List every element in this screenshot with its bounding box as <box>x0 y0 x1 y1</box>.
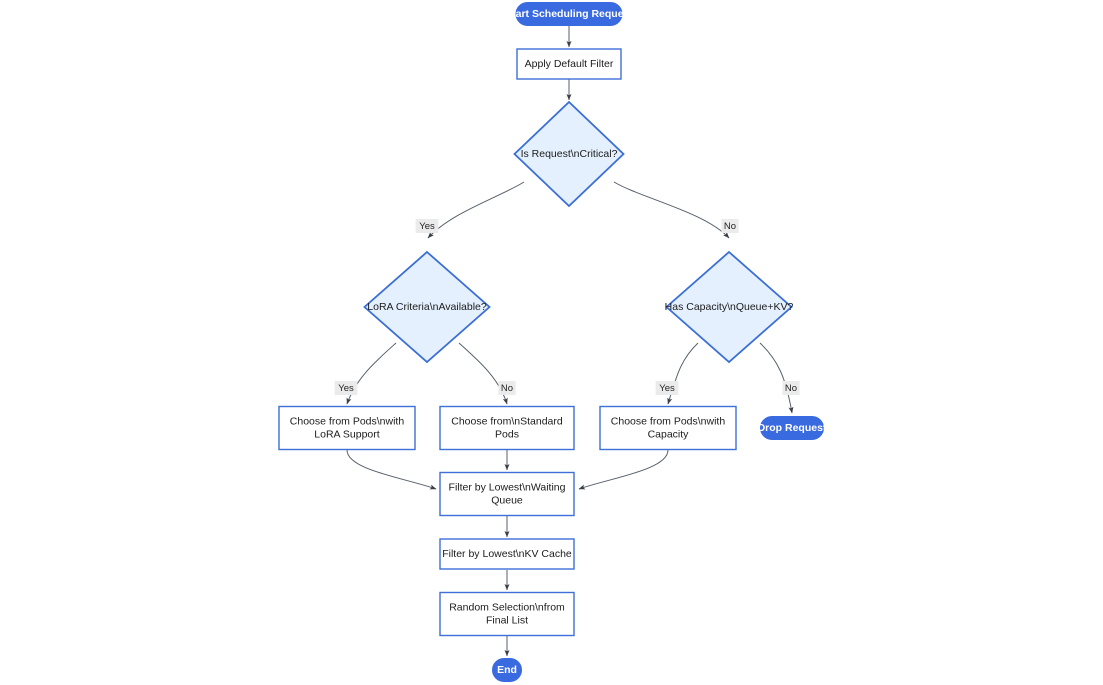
edge-label-e-critical-yes: Yes <box>415 219 439 233</box>
edges-layer <box>346 26 794 657</box>
edge-label-e-lora-yes: Yes <box>334 381 358 395</box>
edge-label-e-lora-no: No <box>498 381 516 395</box>
node-shape-pill <box>760 416 824 440</box>
flow-edge <box>667 342 699 405</box>
flow-node-has_capacity[interactable]: Has Capacity\nQueue+KV? <box>665 250 794 364</box>
flow-node-apply_filter[interactable]: Apply Default Filter <box>516 48 622 80</box>
node-label: Is Request\nCritical? <box>521 148 618 160</box>
node-shape-rect <box>516 48 622 80</box>
edge-label-background <box>498 381 516 395</box>
flow-node-start[interactable]: Start Scheduling Request <box>505 2 633 26</box>
edge-label-text: No <box>785 383 797 394</box>
node-shape-pill <box>492 658 522 682</box>
edge-label-background <box>415 219 439 233</box>
node-shape-rect <box>599 405 737 451</box>
edge-label-text: Yes <box>419 221 435 232</box>
node-shape-diamond <box>363 250 491 364</box>
flow-node-end[interactable]: End <box>492 658 522 682</box>
flow-node-is_critical[interactable]: Is Request\nCritical? <box>513 100 625 208</box>
node-label: End <box>497 664 517 676</box>
node-shape-rect <box>439 405 575 451</box>
flow-edge <box>759 342 794 414</box>
node-shape-rect <box>439 538 575 570</box>
node-label: Filter by Lowest\nKV Cache <box>442 548 572 560</box>
node-shape-rect <box>278 405 416 451</box>
node-label: Start Scheduling Request <box>505 8 633 20</box>
edge-label-e-capacity-yes: Yes <box>655 381 679 395</box>
node-label: LoRA Criteria\nAvailable? <box>367 301 487 313</box>
flow-edge <box>578 449 669 490</box>
node-shape-diamond <box>513 100 625 208</box>
flow-edge <box>346 342 397 405</box>
flow-edge <box>458 342 508 405</box>
edge-label-background <box>334 381 358 395</box>
flow-node-lora_criteria[interactable]: LoRA Criteria\nAvailable? <box>363 250 491 364</box>
flow-edge <box>346 449 437 490</box>
node-shape-rect <box>439 471 575 517</box>
node-label: Has Capacity\nQueue+KV? <box>665 301 794 313</box>
edge-label-background <box>655 381 679 395</box>
edge-label-e-capacity-no: No <box>782 381 800 395</box>
edge-label-text: No <box>501 383 513 394</box>
edge-label-text: Yes <box>338 383 354 394</box>
edge-label-e-critical-no: No <box>721 219 739 233</box>
flow-node-drop_request[interactable]: Drop Request <box>758 416 827 440</box>
edge-label-text: No <box>724 221 736 232</box>
node-shape-diamond <box>665 250 793 364</box>
flow-node-filter_kv[interactable]: Filter by Lowest\nKV Cache <box>439 538 575 570</box>
node-label: Apply Default Filter <box>525 58 614 70</box>
flow-edge <box>427 181 525 239</box>
node-label: Drop Request <box>758 422 827 434</box>
edge-label-text: Yes <box>659 383 675 394</box>
edge-label-background <box>721 219 739 233</box>
node-shape-rect <box>439 591 575 637</box>
flow-edge <box>613 181 730 239</box>
edge-label-background <box>782 381 800 395</box>
node-shape-pill <box>515 2 623 26</box>
